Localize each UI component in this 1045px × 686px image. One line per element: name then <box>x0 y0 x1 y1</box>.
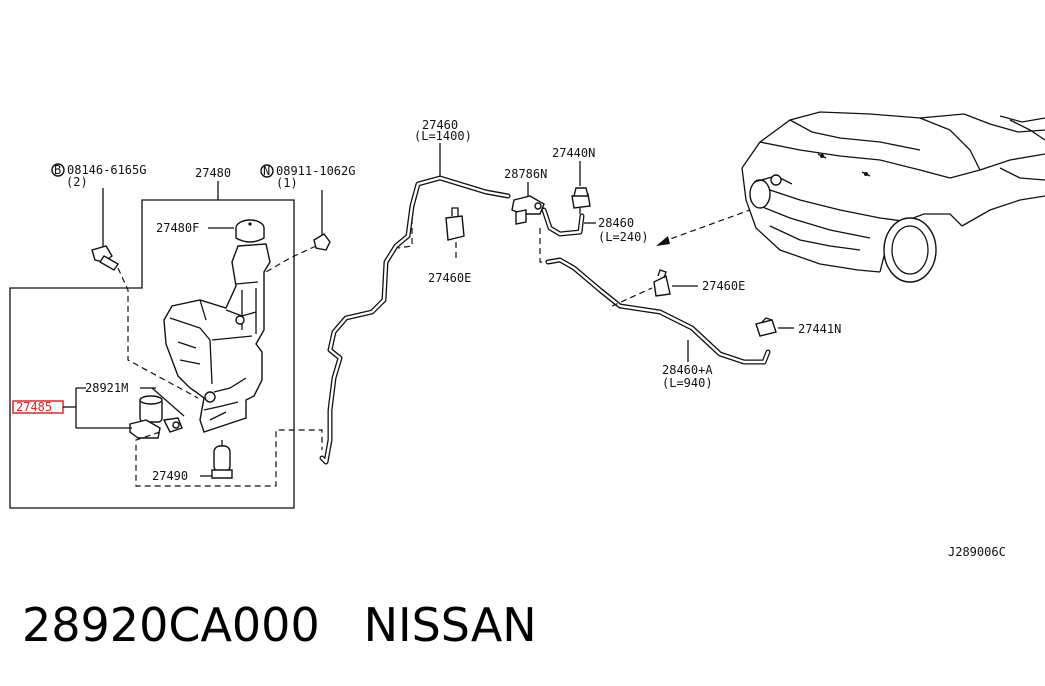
nut-part: N 08911-1062G (1) <box>260 164 355 273</box>
short-hose-length: (L=240) <box>598 230 649 244</box>
long-hose: 28460+A (L=940) <box>545 257 771 390</box>
nozzle-left: 27440N <box>552 146 595 214</box>
short-hose-callout: 28460 <box>598 216 634 230</box>
clip-left-callout: 27460E <box>428 271 471 285</box>
bolt-callout: 08146-6165G <box>67 163 146 177</box>
bolt-part: B 08146-6165G (2) <box>51 163 199 399</box>
part-number: 28920CA000 <box>22 598 320 652</box>
washer-tank <box>163 243 271 433</box>
bolt-qty: (2) <box>66 175 88 189</box>
nozzle-right: 27441N <box>755 317 841 337</box>
direction-arrow <box>656 209 751 246</box>
long-hose-callout: 28460+A <box>662 363 713 377</box>
cap-callout: 27480F <box>156 221 199 235</box>
main-hose: 27460 (L=1400) <box>319 118 511 465</box>
pump-assy-callout: 27485 <box>16 400 52 414</box>
footer-title: 28920CA000 NISSAN <box>22 598 537 652</box>
connector-part: 28786N <box>504 167 547 225</box>
nut-qty: (1) <box>276 176 298 190</box>
main-hose-length: (L=1400) <box>414 129 472 143</box>
diagram-code: J289006C <box>948 545 1006 559</box>
nut-callout: 08911-1062G <box>276 164 355 178</box>
brand-name: NISSAN <box>363 598 537 652</box>
long-hose-length: (L=940) <box>662 376 713 390</box>
main-hose-callout: 27460 <box>422 118 458 132</box>
motor-callout: 28921M <box>85 381 128 395</box>
tank-callout: 27480 <box>195 166 231 180</box>
nozzle-right-callout: 27441N <box>798 322 841 336</box>
pump-assy-callout-group: 27485 <box>12 387 132 429</box>
clip-left: 27460E <box>428 207 471 285</box>
short-hose: 28460 (L=240) <box>539 207 649 263</box>
pump-motor: 28921M <box>85 381 185 439</box>
bolt-marker: B <box>54 163 61 177</box>
tank-cap: 27480F <box>156 219 265 243</box>
clip-right-callout: 27460E <box>702 279 745 293</box>
nut-marker: N <box>263 164 270 178</box>
nozzle-left-callout: 27440N <box>552 146 595 160</box>
seal-part: 27490 <box>135 429 323 487</box>
assembly-frame <box>9 199 295 509</box>
clip-right: 27460E <box>611 269 745 307</box>
connector-callout: 28786N <box>504 167 547 181</box>
seal-callout: 27490 <box>152 469 188 483</box>
car-illustration <box>741 111 1045 283</box>
